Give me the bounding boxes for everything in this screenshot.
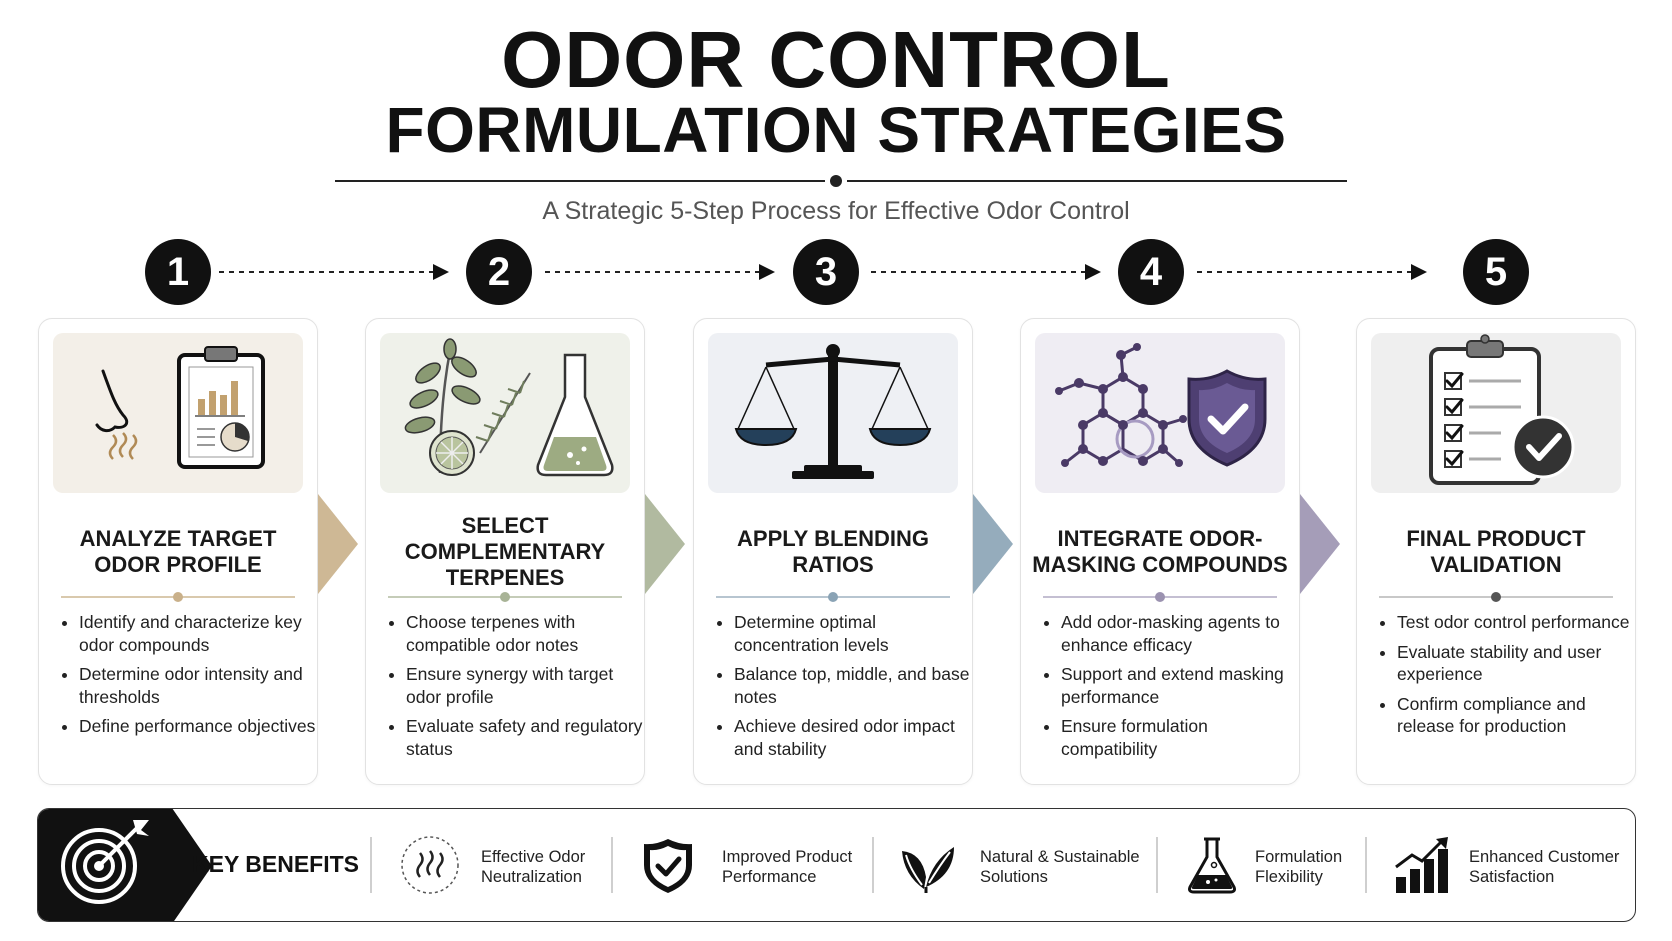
step-2-title: SELECT COMPLEMENTARY TERPENES xyxy=(404,513,606,590)
list-item: Achieve desired odor impact and stabilit… xyxy=(734,715,980,760)
benefit-separator xyxy=(370,837,372,893)
step-number-3: 3 xyxy=(793,239,859,305)
key-benefits-label: KEY BENEFITS xyxy=(192,851,359,877)
step-3-divider-dot xyxy=(828,592,838,602)
benefit-separator xyxy=(1365,837,1367,893)
list-item: Confirm compliance and release for produ… xyxy=(1397,693,1643,738)
list-item: Determine optimal concentration levels xyxy=(734,611,980,656)
list-item: Ensure formulation compatibility xyxy=(1061,715,1307,760)
balance-scale-icon xyxy=(734,344,932,479)
page-title-secondary: FORMULATION STRATEGIES xyxy=(385,94,1287,166)
shield-check-icon xyxy=(644,839,692,893)
step-3-title: APPLY BLENDING RATIOS xyxy=(737,526,929,577)
benefit-text-2: Improved Product Performance xyxy=(722,848,853,886)
list-item: Balance top, middle, and base notes xyxy=(734,663,980,708)
list-item: Determine odor intensity and thresholds xyxy=(79,663,325,708)
step-4-title: INTEGRATE ODOR-MASKING COMPOUNDS xyxy=(1032,526,1288,577)
benefit-text-5: Enhanced Customer Satisfaction xyxy=(1469,848,1620,886)
list-item: Test odor control performance xyxy=(1397,611,1643,634)
nose-and-report-clipboard-icon xyxy=(95,346,265,469)
list-item: Identify and characterize key odor compo… xyxy=(79,611,325,656)
benefit-text-3: Natural & Sustainable Solutions xyxy=(980,848,1140,886)
step-number-5: 5 xyxy=(1463,239,1529,305)
list-item: Support and extend masking performance xyxy=(1061,663,1307,708)
flow-arrow-3-4 xyxy=(871,264,1101,280)
benefit-text-1: Effective Odor Neutralization xyxy=(481,848,586,886)
key-benefits-bar: KEY BENEFITS Effective Odor Neutralizati… xyxy=(37,808,1636,922)
title-rule-dot xyxy=(830,175,842,187)
step-4-illustration xyxy=(1035,333,1285,493)
step-number-1: 1 xyxy=(145,239,211,305)
chevron-right-icon xyxy=(318,494,358,594)
step-3-illustration xyxy=(708,333,958,493)
step-2-divider-dot xyxy=(500,592,510,602)
step-5-divider-dot xyxy=(1491,592,1501,602)
step-5-title: FINAL PRODUCT VALIDATION xyxy=(1406,526,1586,577)
step-card-3: APPLY BLENDING RATIOS Determine optimal … xyxy=(693,318,973,785)
key-benefits-badge-point xyxy=(168,809,212,921)
growth-chart-icon xyxy=(1395,837,1448,893)
odor-waves-icon xyxy=(401,836,459,894)
list-item: Evaluate safety and regulatory status xyxy=(406,715,652,760)
step-card-1: ANALYZE TARGET ODOR PROFILE Identify and… xyxy=(38,318,318,785)
step-card-2: SELECT COMPLEMENTARY TERPENES Choose ter… xyxy=(365,318,645,785)
step-card-4: INTEGRATE ODOR-MASKING COMPOUNDS Add odo… xyxy=(1020,318,1300,785)
key-benefits-badge xyxy=(38,809,177,921)
step-3-bullets: Determine optimal concentration levels B… xyxy=(716,611,980,767)
step-number-2: 2 xyxy=(466,239,532,305)
molecule-and-shield-icon xyxy=(1055,343,1267,467)
title-rule-right xyxy=(847,180,1347,182)
flow-arrow-1-2 xyxy=(219,264,449,280)
step-1-illustration xyxy=(53,333,303,493)
target-icon xyxy=(61,820,149,904)
step-number-4: 4 xyxy=(1118,239,1184,305)
step-1-divider-dot xyxy=(173,592,183,602)
flask-icon xyxy=(1188,837,1236,894)
chevron-right-icon xyxy=(1300,494,1340,594)
flow-arrow-2-3 xyxy=(545,264,775,280)
list-item: Choose terpenes with compatible odor not… xyxy=(406,611,652,656)
leaves-icon xyxy=(902,847,954,893)
step-2-bullets: Choose terpenes with compatible odor not… xyxy=(388,611,652,767)
page-subtitle: A Strategic 5-Step Process for Effective… xyxy=(542,197,1130,225)
page-title: ODOR CONTROL xyxy=(501,15,1171,104)
chevron-right-icon xyxy=(645,494,685,594)
step-1-bullets: Identify and characterize key odor compo… xyxy=(61,611,325,745)
step-4-divider-dot xyxy=(1155,592,1165,602)
list-item: Evaluate stability and user experience xyxy=(1397,641,1643,686)
benefit-separator xyxy=(872,837,874,893)
step-1-title: ANALYZE TARGET ODOR PROFILE xyxy=(79,526,277,577)
botanicals-and-flask-icon xyxy=(404,338,614,477)
benefit-separator xyxy=(1156,837,1158,893)
list-item: Ensure synergy with target odor profile xyxy=(406,663,652,708)
benefit-separator xyxy=(611,837,613,893)
list-item: Add odor-masking agents to enhance effic… xyxy=(1061,611,1307,656)
benefit-text-4: Formulation Flexibility xyxy=(1255,848,1343,886)
step-5-bullets: Test odor control performance Evaluate s… xyxy=(1379,611,1643,745)
list-item: Define performance objectives xyxy=(79,715,325,738)
step-4-bullets: Add odor-masking agents to enhance effic… xyxy=(1043,611,1307,767)
title-rule-left xyxy=(335,180,825,182)
step-2-illustration xyxy=(380,333,630,493)
checklist-clipboard-icon xyxy=(1429,334,1575,485)
step-card-5: FINAL PRODUCT VALIDATION Test odor contr… xyxy=(1356,318,1636,785)
flow-arrow-4-5 xyxy=(1197,264,1427,280)
step-5-illustration xyxy=(1371,333,1621,493)
chevron-right-icon xyxy=(973,494,1013,594)
